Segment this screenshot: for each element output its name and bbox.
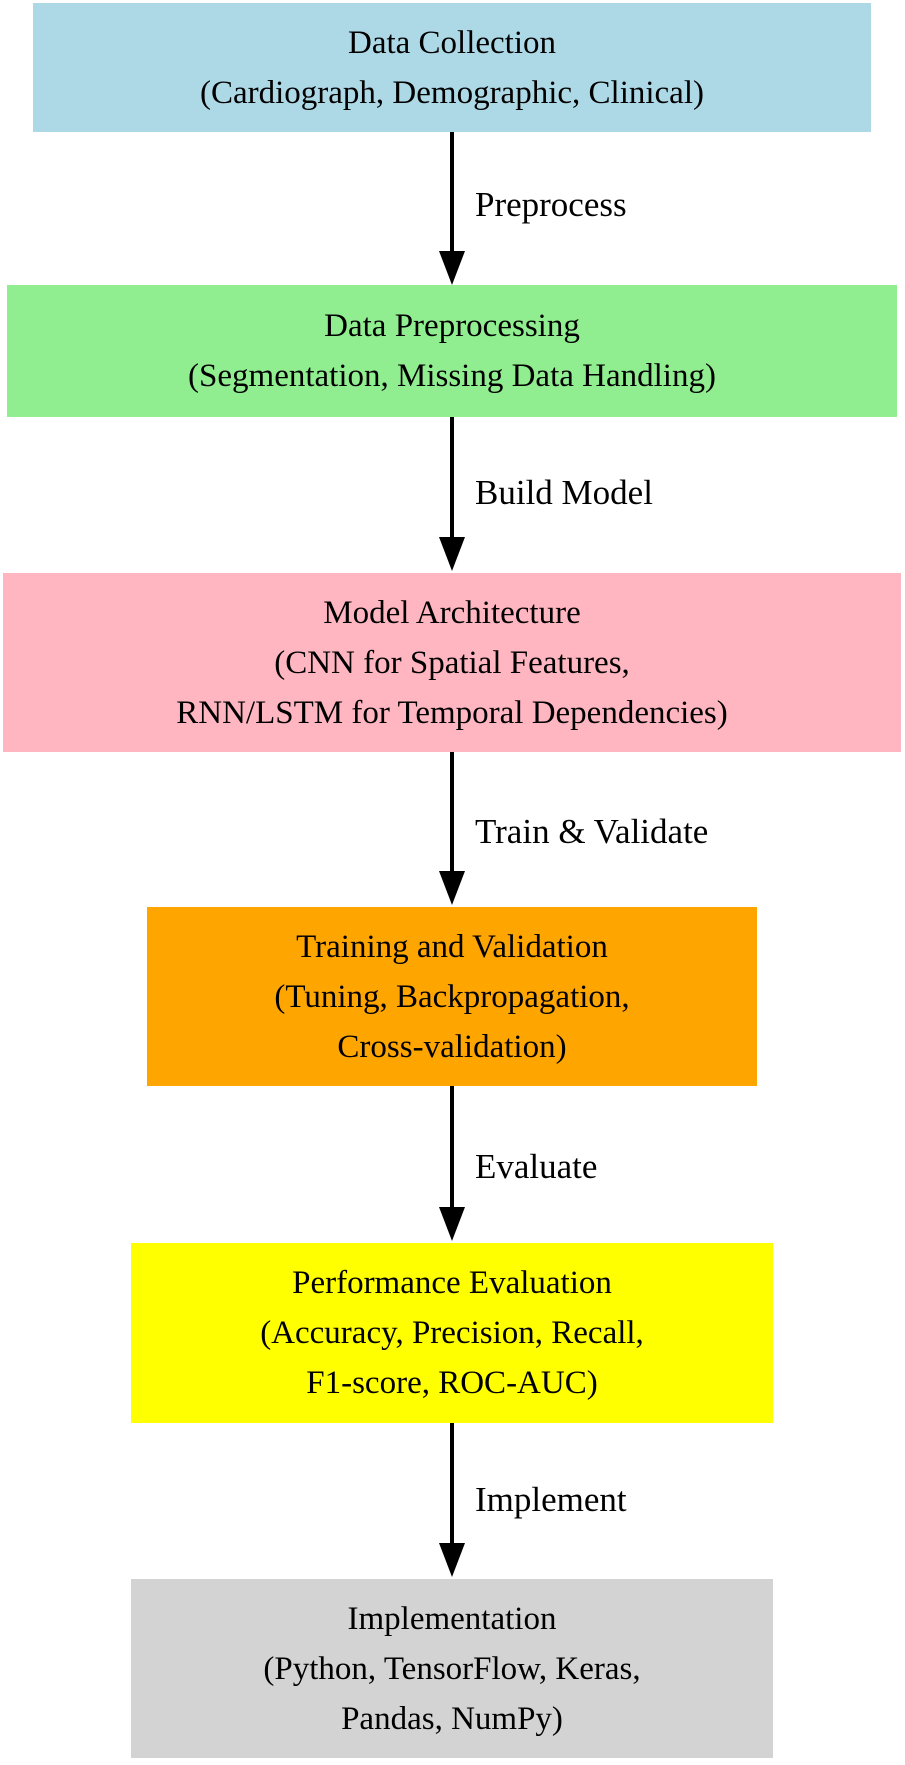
node-subtitle: (CNN for Spatial Features,	[274, 644, 630, 681]
node-subtitle: Cross-validation)	[337, 1028, 567, 1065]
arrow-shaft	[450, 417, 454, 537]
edge-label-train-validate: Train & Validate	[475, 812, 709, 851]
node-data-collection: Data Collection (Cardiograph, Demographi…	[33, 3, 871, 132]
edge-label-preprocess: Preprocess	[475, 185, 627, 224]
arrow-head-icon	[439, 871, 465, 905]
node-title: Performance Evaluation	[292, 1265, 612, 1301]
arrow-head-icon	[439, 251, 465, 285]
node-title: Model Architecture	[323, 594, 581, 631]
arrow-shaft	[450, 1086, 454, 1207]
node-title: Implementation	[347, 1600, 557, 1637]
edge-label-build-model: Build Model	[475, 473, 653, 512]
arrow-head-icon	[439, 537, 465, 571]
node-subtitle: F1-score, ROC-AUC)	[306, 1365, 598, 1401]
node-training-validation: Training and Validation (Tuning, Backpro…	[147, 907, 757, 1086]
node-data-preprocessing: Data Preprocessing (Segmentation, Missin…	[7, 285, 897, 417]
node-subtitle: (Python, TensorFlow, Keras,	[263, 1650, 641, 1687]
edge-label-evaluate: Evaluate	[475, 1147, 598, 1186]
edge-label-implement: Implement	[475, 1480, 627, 1519]
node-subtitle: (Segmentation, Missing Data Handling)	[188, 358, 716, 394]
arrow-head-icon	[439, 1207, 465, 1241]
node-subtitle: (Accuracy, Precision, Recall,	[260, 1315, 644, 1351]
node-subtitle: (Cardiograph, Demographic, Clinical)	[199, 74, 704, 111]
node-title: Data Collection	[347, 24, 557, 61]
node-performance-evaluation: Performance Evaluation (Accuracy, Precis…	[131, 1243, 773, 1423]
node-title: Training and Validation	[296, 928, 608, 965]
node-subtitle: Pandas, NumPy)	[341, 1700, 563, 1737]
node-model-architecture: Model Architecture (CNN for Spatial Feat…	[3, 573, 901, 752]
node-subtitle: (Tuning, Backpropagation,	[274, 978, 630, 1015]
arrow-shaft	[450, 1423, 454, 1543]
node-title: Data Preprocessing	[324, 308, 580, 344]
arrow-head-icon	[439, 1543, 465, 1577]
node-implementation: Implementation (Python, TensorFlow, Kera…	[131, 1579, 773, 1758]
node-subtitle: RNN/LSTM for Temporal Dependencies)	[176, 694, 728, 731]
arrow-shaft	[450, 132, 454, 251]
arrow-shaft	[450, 752, 454, 871]
